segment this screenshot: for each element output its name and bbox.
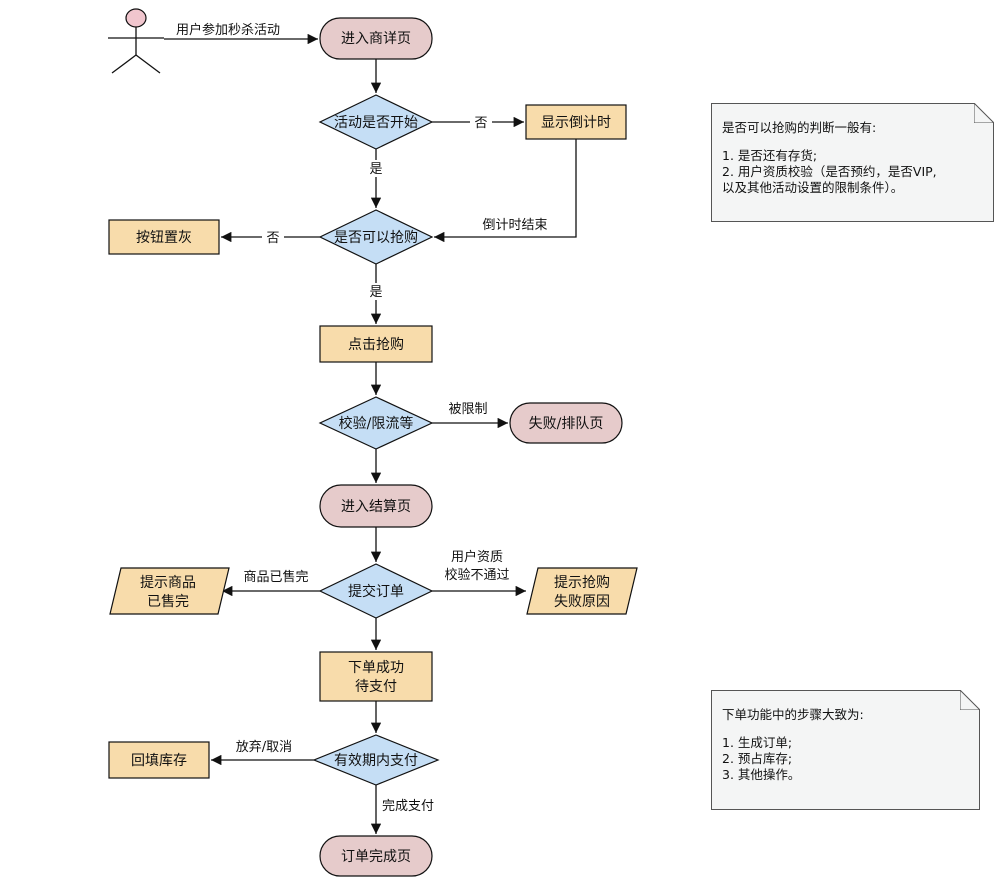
node-enter-checkout-label: 进入结算页: [341, 499, 411, 515]
node-verify-limit-label: 校验/限流等: [339, 415, 414, 432]
node-show-countdown: [525, 104, 627, 140]
edge-submit-userfail-line1: 用户资质: [451, 549, 503, 565]
node-refill-stock-label: 回填库存: [131, 753, 187, 769]
note-steps-line: 1. 生成订单;: [722, 735, 793, 750]
edge-started-no-label: 否: [474, 116, 487, 131]
edge-verify-limited-label: 被限制: [448, 402, 487, 417]
note-purchase-judgement: 是否可以抢购的判断一般有: 1. 是否还有存货; 2. 用户资质校验（是否预约，…: [711, 103, 994, 222]
node-prompt-fail-line2: 失败原因: [554, 594, 610, 610]
node-fail-queue-label: 失败/排队页: [529, 416, 604, 432]
node-button-gray-label: 按钮置灰: [136, 230, 192, 246]
node-order-done-label: 订单完成页: [341, 849, 411, 865]
note-purchase-line: 1. 是否还有存货;: [722, 148, 818, 163]
node-prompt-fail-line1: 提示抢购: [554, 574, 610, 591]
node-order-success-line1: 下单成功: [348, 660, 404, 676]
note-steps-line: 2. 预占库存;: [722, 751, 793, 766]
note-steps-line: 3. 其他操作。: [722, 767, 801, 782]
node-submit-order-label: 提交订单: [348, 583, 404, 600]
edge-submit-userfail-line2: 校验不通过: [444, 567, 509, 583]
node-can-buy-label: 是否可以抢购: [334, 229, 418, 246]
node-fail-queue: [509, 402, 623, 444]
node-prompt-soldout: [109, 567, 230, 615]
node-show-countdown-label: 显示倒计时: [541, 115, 611, 131]
node-order-done: [319, 835, 433, 877]
node-prompt-soldout-line2: 已售完: [147, 594, 189, 610]
edge-countdown-end: [434, 139, 577, 243]
node-prompt-soldout-line1: 提示商品: [140, 575, 196, 591]
edge-countdown-end-label: 倒计时结束: [482, 218, 547, 233]
note-purchase-line: 2. 用户资质校验（是否预约，是否VIP,: [722, 164, 937, 179]
node-enter-detail-label: 进入商详页: [341, 31, 411, 47]
user-actor-icon: [108, 8, 164, 74]
actor-edge-label: 用户参加秒杀活动: [176, 22, 280, 38]
node-pay-in-time-label: 有效期内支付: [334, 753, 418, 769]
note-purchase-line: 以及其他活动设置的限制条件）。: [722, 180, 904, 195]
note-purchase-title: 是否可以抢购的判断一般有:: [722, 120, 877, 135]
node-refill-stock: [108, 741, 210, 779]
node-click-buy-label: 点击抢购: [348, 336, 404, 353]
edge-submit-soldout-label: 商品已售完: [243, 569, 308, 585]
node-order-success: [319, 651, 433, 702]
edge-canbuy-no-label: 否: [266, 231, 279, 246]
edge-canbuy-yes-label: 是: [369, 285, 382, 300]
node-button-gray: [108, 219, 220, 255]
note-order-steps: 下单功能中的步骤大致为: 1. 生成订单; 2. 预占库存; 3. 其他操作。: [711, 690, 980, 810]
node-order-success-line2: 待支付: [355, 679, 397, 695]
edge-pay-giveup-label: 放弃/取消: [236, 740, 292, 755]
node-prompt-fail: [526, 567, 638, 615]
node-activity-started-label: 活动是否开始: [334, 115, 418, 131]
note-steps-title: 下单功能中的步骤大致为:: [722, 707, 864, 722]
edge-started-yes-label: 是: [369, 162, 382, 177]
edge-pay-done-label: 完成支付: [382, 799, 434, 814]
note-fold-icon: [960, 690, 980, 710]
note-fold-icon: [974, 103, 994, 123]
